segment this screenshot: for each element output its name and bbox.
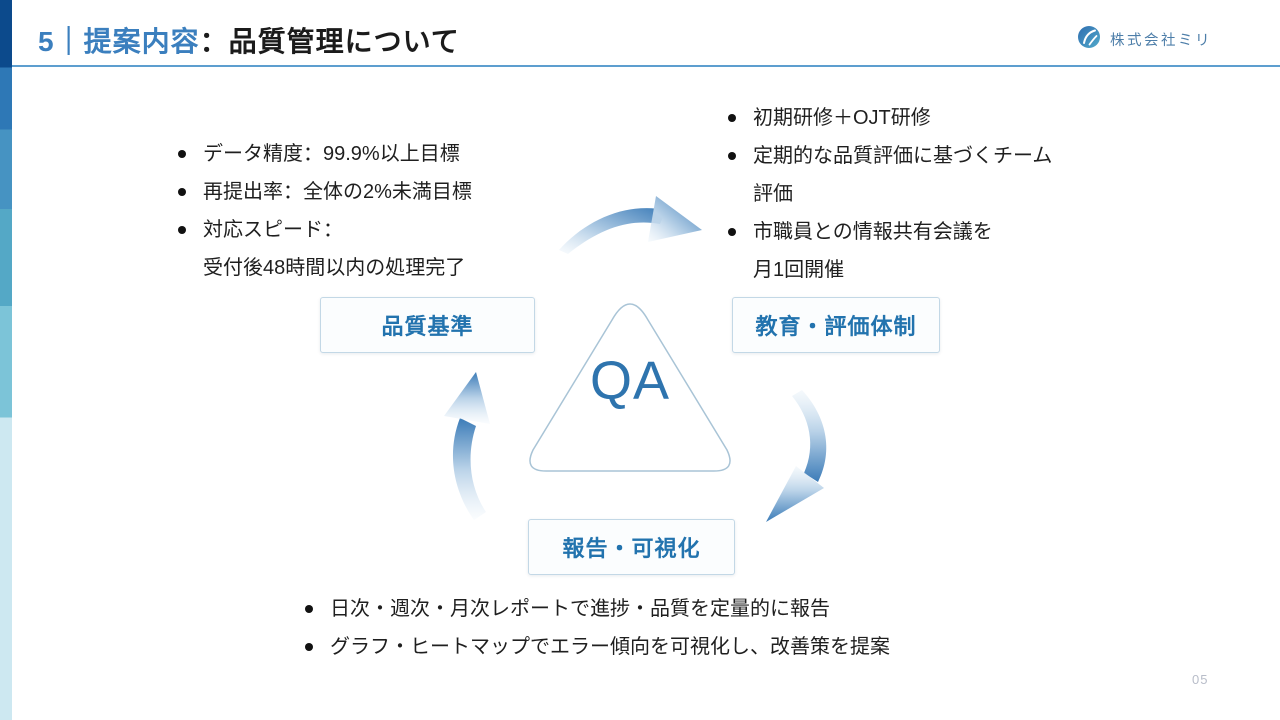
list-item: 再提出率：全体の2%未満目標 — [178, 173, 472, 211]
company-name: 株式会社ミリ — [1110, 33, 1212, 49]
company-logo-icon — [1077, 25, 1101, 54]
title-colon: ： — [199, 26, 229, 57]
list-item-text: 受付後48時間以内の処理完了 — [203, 257, 466, 279]
list-item-text: データ精度：99.9%以上目標 — [203, 143, 460, 165]
bullet-dot — [178, 226, 186, 234]
list-item: 初期研修＋OJT研修 — [728, 99, 1052, 137]
training-list: 初期研修＋OJT研修 定期的な品質評価に基づくチーム 評価 市職員との情報共有会… — [728, 99, 1052, 289]
cycle-arrow-right-icon — [758, 388, 846, 533]
side-accent-rail — [0, 0, 12, 720]
bullet-dot — [305, 643, 313, 651]
header-separator: ｜ — [54, 26, 84, 57]
bullet-dot — [305, 605, 313, 613]
qa-center-label: QA — [589, 351, 671, 411]
list-item-text: 市職員との情報共有会議を — [753, 221, 993, 243]
list-item: 対応スピード： — [178, 211, 472, 249]
node-label: 教育・評価体制 — [755, 314, 917, 339]
page-number: 05 — [1192, 672, 1209, 687]
brand-block: 株式会社ミリ — [1077, 25, 1212, 54]
list-item: 日次・週次・月次レポートで進捗・品質を定量的に報告 — [305, 590, 890, 628]
list-item-continuation: 月1回開催 — [728, 251, 1052, 289]
list-item-text: 初期研修＋OJT研修 — [753, 107, 931, 129]
list-item-text: 再提出率：全体の2%未満目標 — [203, 181, 472, 203]
bullet-dot — [728, 228, 736, 236]
list-item-text: 日次・週次・月次レポートで進捗・品質を定量的に報告 — [330, 598, 830, 620]
section-label: 提案内容 — [83, 26, 200, 57]
header-divider — [12, 65, 1280, 67]
node-label: 報告・可視化 — [562, 536, 701, 561]
list-item: 市職員との情報共有会議を — [728, 213, 1052, 251]
list-item-text: 対応スピード： — [203, 219, 343, 241]
node-label: 品質基準 — [381, 314, 474, 339]
kpi-list: データ精度：99.9%以上目標 再提出率：全体の2%未満目標 対応スピード： 受… — [178, 135, 472, 287]
list-item: グラフ・ヒートマップでエラー傾向を可視化し、改善策を提案 — [305, 628, 890, 666]
list-item-continuation: 評価 — [728, 175, 1052, 213]
bullet-dot — [728, 114, 736, 122]
slide-header: 5｜提案内容：品質管理について — [38, 20, 460, 60]
list-item: 定期的な品質評価に基づくチーム — [728, 137, 1052, 175]
list-item-text: グラフ・ヒートマップでエラー傾向を可視化し、改善策を提案 — [330, 636, 890, 658]
qa-triangle-shape — [513, 278, 747, 483]
page-title: 品質管理について — [228, 26, 460, 57]
list-item-text: 評価 — [753, 183, 793, 205]
reporting-list: 日次・週次・月次レポートで進捗・品質を定量的に報告 グラフ・ヒートマップでエラー… — [305, 590, 890, 666]
node-reporting-visualization: 報告・可視化 — [528, 519, 735, 575]
bullet-dot — [178, 188, 186, 196]
cycle-arrow-top-icon — [556, 190, 706, 261]
bullet-dot — [178, 150, 186, 158]
bullet-dot — [728, 152, 736, 160]
list-item-text: 月1回開催 — [753, 259, 845, 281]
list-item: データ精度：99.9%以上目標 — [178, 135, 472, 173]
slide-number: 5 — [38, 26, 55, 57]
cycle-arrow-left-icon — [418, 368, 510, 528]
node-quality-standards: 品質基準 — [320, 297, 535, 353]
node-training-evaluation: 教育・評価体制 — [732, 297, 940, 353]
list-item-text: 定期的な品質評価に基づくチーム — [753, 145, 1053, 167]
list-item-continuation: 受付後48時間以内の処理完了 — [178, 249, 472, 287]
